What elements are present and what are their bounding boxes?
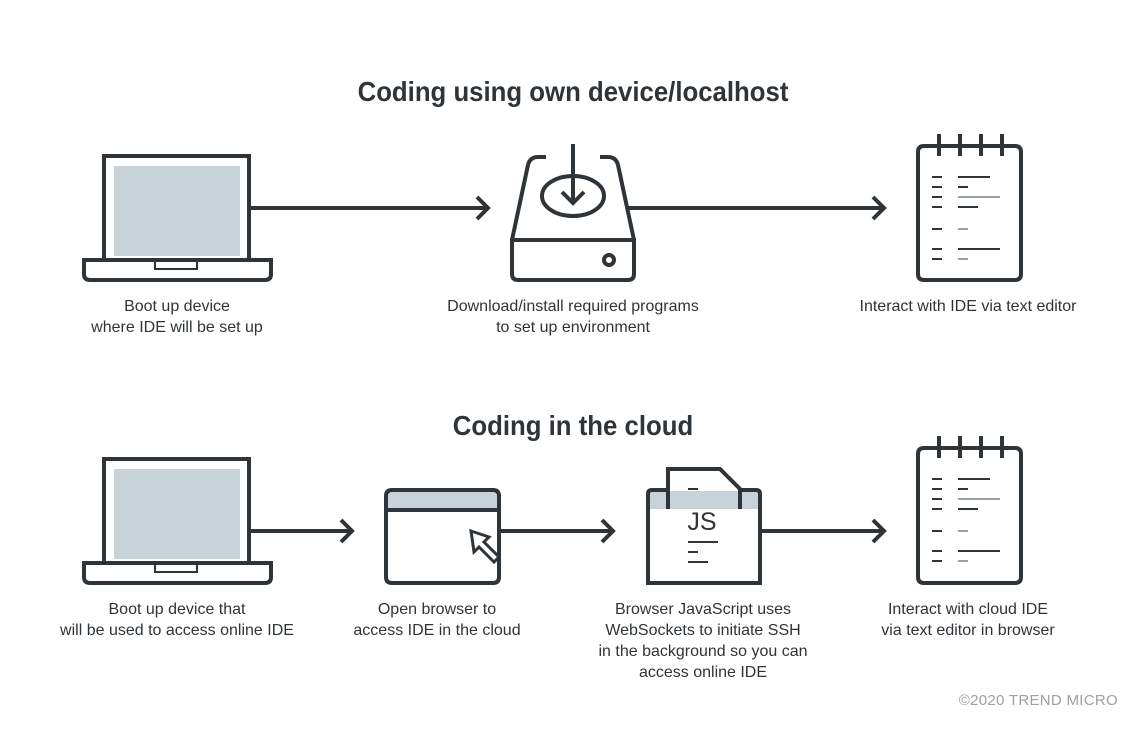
laptop-icon bbox=[82, 154, 273, 282]
step-caption: Browser JavaScript uses WebSockets to in… bbox=[598, 601, 808, 681]
step-caption: Open browser to access IDE in the cloud bbox=[353, 601, 521, 639]
browser-window-icon bbox=[384, 488, 501, 585]
cursor-icon bbox=[469, 528, 502, 565]
step-caption: Interact with IDE via text editor bbox=[859, 298, 1077, 315]
hard-drive-download-icon bbox=[510, 144, 636, 282]
js-label: JS bbox=[687, 508, 716, 536]
arrow-icon bbox=[760, 518, 887, 544]
notepad-icon bbox=[916, 134, 1023, 282]
step-caption: Boot up device that will be used to acce… bbox=[60, 601, 294, 639]
js-file-icon: JS bbox=[646, 467, 762, 585]
step-caption: Boot up device where IDE will be set up bbox=[91, 298, 263, 336]
arrow-icon bbox=[251, 195, 491, 221]
arrow-icon bbox=[251, 518, 355, 544]
notepad-icon bbox=[916, 436, 1023, 585]
arrow-icon bbox=[499, 518, 616, 544]
section-title-cloud: Coding in the cloud bbox=[452, 410, 694, 441]
copyright-notice: ©2020 TREND MICRO bbox=[958, 692, 1118, 709]
step-caption: Download/install required programs to se… bbox=[447, 298, 699, 336]
arrow-icon bbox=[628, 195, 887, 221]
step-caption: Interact with cloud IDE via text editor … bbox=[881, 601, 1055, 639]
laptop-icon bbox=[82, 457, 273, 585]
section-title-local: Coding using own device/localhost bbox=[357, 76, 789, 107]
